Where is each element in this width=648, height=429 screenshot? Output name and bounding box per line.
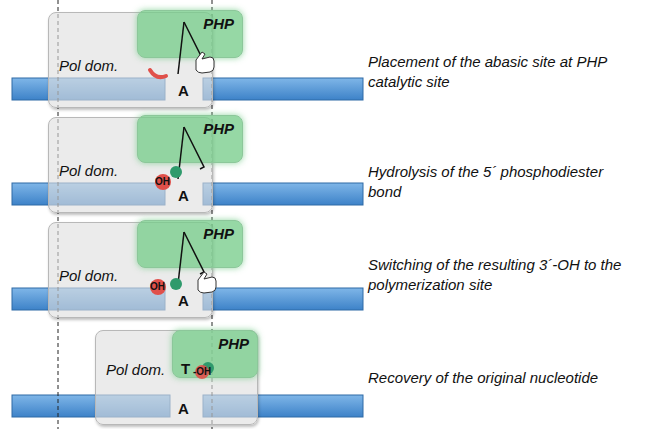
nucleotide-label: A xyxy=(178,82,189,99)
domain-label: PHP xyxy=(218,335,249,352)
domain-label: PHP xyxy=(203,120,234,137)
step-description: Hydrolysis of the 5´ phosphodiester bond xyxy=(368,162,640,201)
nucleotide-label: A xyxy=(178,187,189,204)
php-domain: PHP xyxy=(137,115,243,163)
hydroxyl-label: OH xyxy=(150,281,165,292)
hydroxyl-label: -OH xyxy=(193,366,211,377)
dna-strand xyxy=(203,78,363,100)
domain-label: Pol dom. xyxy=(106,361,165,378)
domain-label: PHP xyxy=(203,15,234,32)
domain-label: Pol dom. xyxy=(59,162,118,179)
nucleotide-label: A xyxy=(178,400,189,417)
step-description: Switching of the resulting 3´-OH to the … xyxy=(368,255,640,294)
step-description: Recovery of the original nucleotide xyxy=(368,368,640,388)
domain-label: Pol dom. xyxy=(59,267,118,284)
hydroxyl-label: OH xyxy=(155,176,170,187)
domain-label: Pol dom. xyxy=(59,57,118,74)
domain-label: PHP xyxy=(203,225,234,242)
dna-strand xyxy=(203,183,363,205)
nucleotide-label: A xyxy=(178,292,189,309)
dna-strand xyxy=(203,288,363,310)
php-domain: PHP xyxy=(137,220,243,268)
php-domain: PHP xyxy=(137,10,243,58)
step-description: Placement of the abasic site at PHP cata… xyxy=(368,52,640,91)
nucleotide-label: T xyxy=(181,360,190,377)
